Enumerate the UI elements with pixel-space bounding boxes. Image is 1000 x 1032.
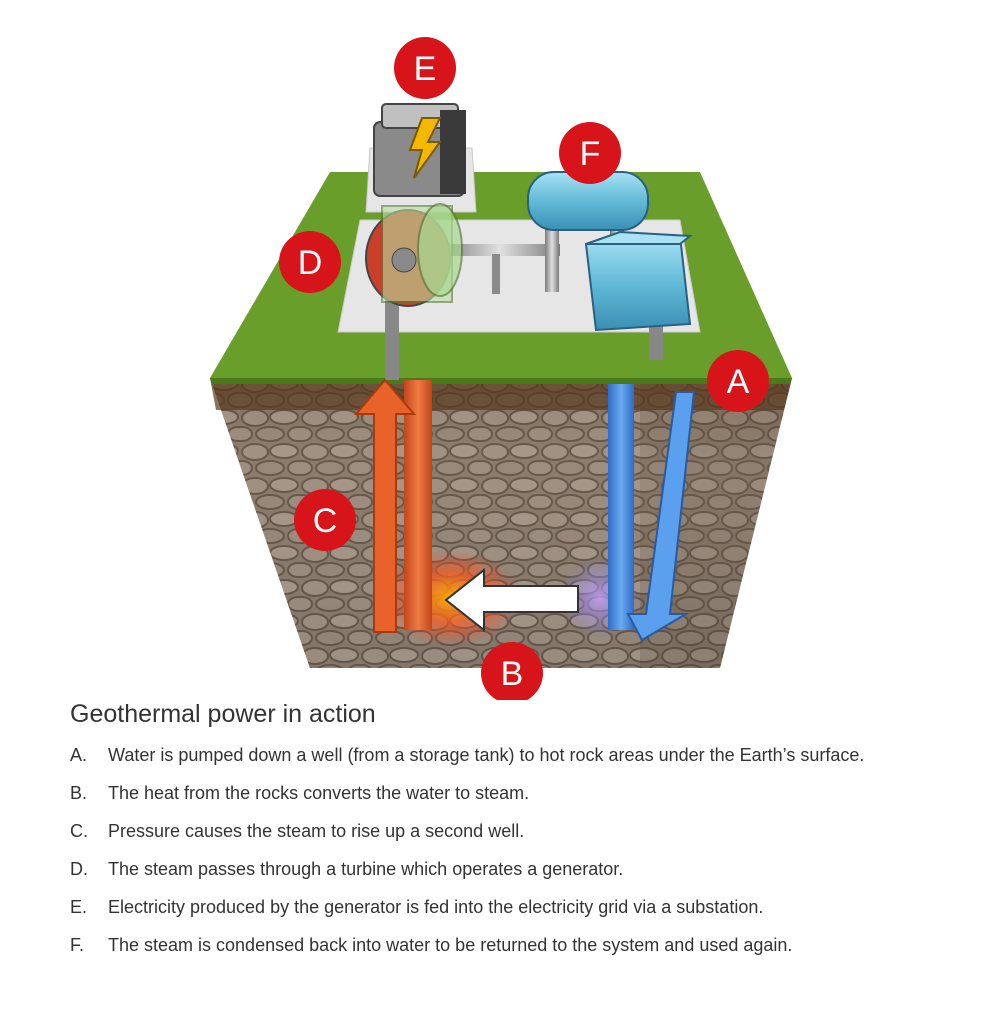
storage-tank — [584, 230, 693, 332]
svg-text:C: C — [313, 502, 338, 540]
steam-rise-arrow — [353, 378, 417, 633]
step-text: The heat from the rocks converts the wat… — [108, 783, 530, 803]
step-key: A. — [70, 745, 88, 765]
water-down-arrow — [626, 391, 696, 642]
lightning-icon — [408, 117, 442, 179]
badge-b: B — [481, 642, 543, 700]
heat-transfer-arrow — [444, 567, 579, 633]
turbine — [365, 203, 463, 307]
step-key: C. — [70, 821, 88, 841]
cold-well — [608, 384, 634, 630]
badge-c: C — [294, 489, 356, 551]
badge-f: F — [559, 122, 621, 184]
step-text: Water is pumped down a well (from a stor… — [108, 745, 865, 765]
list-item: A. Water is pumped down a well (from a s… — [70, 743, 950, 767]
step-key: D. — [70, 859, 88, 879]
badge-a: A — [707, 350, 769, 412]
caption: Geothermal power in action A. Water is p… — [70, 700, 950, 971]
step-key: F. — [70, 935, 85, 955]
list-item: F. The steam is condensed back into wate… — [70, 933, 950, 957]
badge-e: E — [394, 37, 456, 99]
hot-well — [404, 380, 432, 630]
step-text: Pressure causes the steam to rise up a s… — [108, 821, 525, 841]
step-key: B. — [70, 783, 88, 803]
svg-text:D: D — [298, 244, 323, 282]
svg-text:A: A — [727, 363, 750, 401]
svg-text:E: E — [414, 50, 437, 88]
list-item: B. The heat from the rocks converts the … — [70, 781, 950, 805]
geothermal-diagram: E F D A C B — [210, 37, 792, 700]
svg-text:B: B — [501, 655, 524, 693]
svg-text:F: F — [580, 135, 601, 173]
list-item: E. Electricity produced by the generator… — [70, 895, 950, 919]
caption-title: Geothermal power in action — [70, 700, 376, 728]
list-item: C. Pressure causes the steam to rise up … — [70, 819, 950, 843]
step-list: A. Water is pumped down a well (from a s… — [70, 743, 950, 957]
step-text: Electricity produced by the generator is… — [108, 897, 764, 917]
badge-d: D — [279, 231, 341, 293]
step-text: The steam is condensed back into water t… — [108, 935, 793, 955]
step-key: E. — [70, 897, 88, 917]
list-item: D. The steam passes through a turbine wh… — [70, 857, 950, 881]
step-text: The steam passes through a turbine which… — [108, 859, 624, 879]
